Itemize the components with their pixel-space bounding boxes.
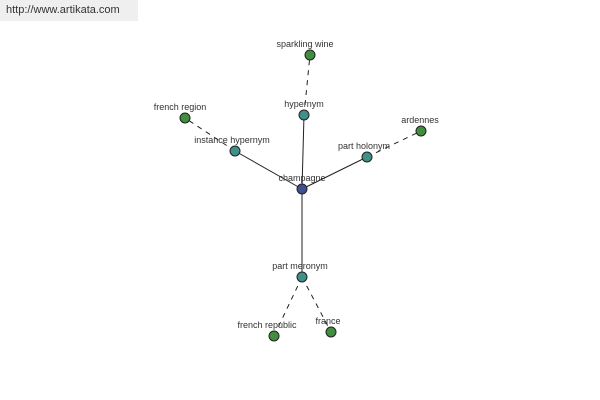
label-part-meronym: part meronym: [272, 261, 328, 271]
node-part-holonym[interactable]: [361, 151, 373, 163]
label-champagne: champagne: [278, 173, 325, 183]
node-french-republic[interactable]: [268, 330, 280, 342]
label-france: france: [315, 316, 340, 326]
node-ardennes[interactable]: [415, 125, 427, 137]
node-part-meronym[interactable]: [296, 271, 308, 283]
graph-labels: champagne hypernym instance hypernym part h…: [154, 39, 440, 330]
label-hypernym: hypernym: [284, 99, 324, 109]
node-french-region[interactable]: [179, 112, 191, 124]
label-sparkling-wine: sparkling wine: [276, 39, 333, 49]
node-france[interactable]: [325, 326, 337, 338]
edge-french-republic: [273, 276, 303, 337]
edge-sparkling-wine: [303, 54, 311, 116]
source-url-link[interactable]: http://www.artikata.com: [6, 4, 120, 16]
node-hypernym[interactable]: [298, 109, 310, 121]
label-french-region: french region: [154, 102, 207, 112]
node-sparkling-wine[interactable]: [304, 49, 316, 61]
graph-edges: [184, 54, 422, 337]
label-part-holonym: part holonym: [338, 141, 390, 151]
edge-hypernym: [301, 114, 305, 190]
edge-france: [301, 276, 332, 333]
graph-nodes: [179, 49, 427, 342]
source-url-bar: http://www.artikata.com: [0, 0, 138, 21]
node-instance-hypernym[interactable]: [229, 145, 241, 157]
label-instance-hypernym: instance hypernym: [194, 135, 270, 145]
edge-instance-hypernym: [234, 150, 303, 190]
label-french-republic: french republic: [237, 320, 297, 330]
edge-part-holonym: [301, 156, 368, 190]
label-ardennes: ardennes: [401, 115, 439, 125]
node-champagne[interactable]: [296, 183, 308, 195]
